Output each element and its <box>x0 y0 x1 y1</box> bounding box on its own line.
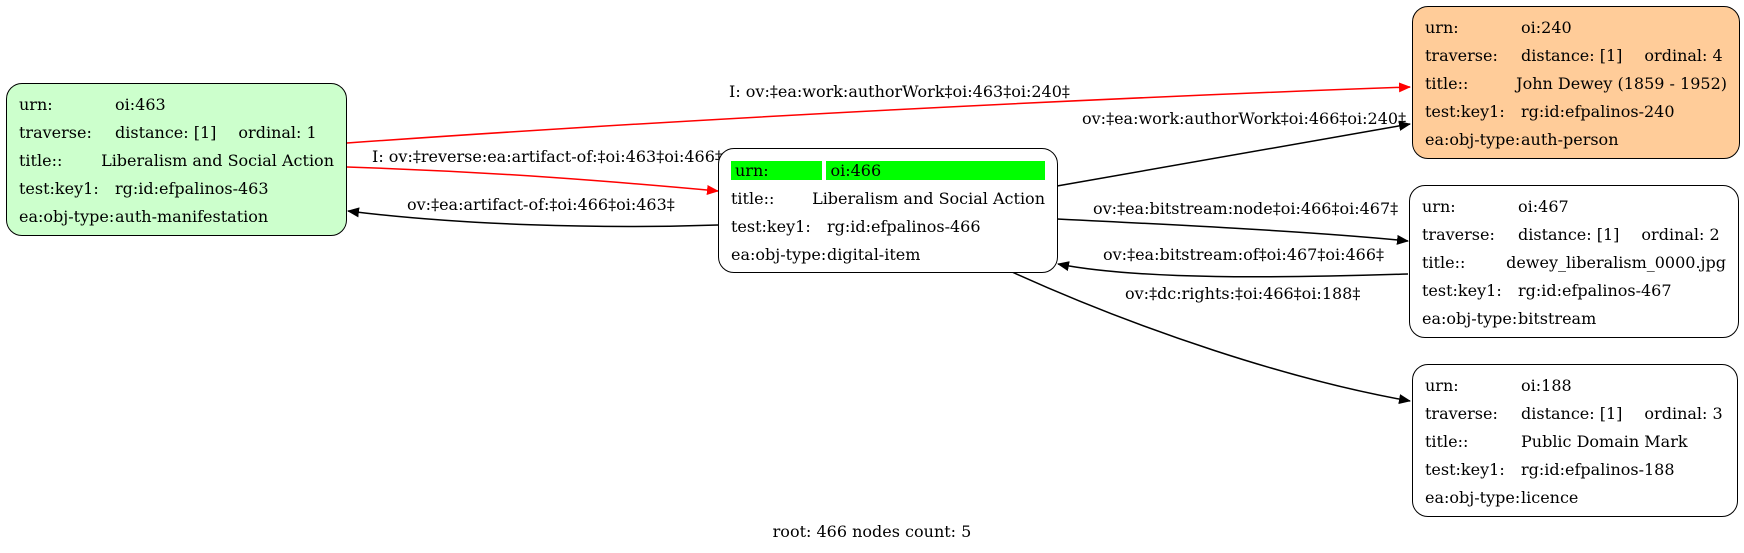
row-title: title::dewey_liberalism_0000.jpg <box>1422 248 1726 276</box>
row-traverse: traverse: distance: [1] ordinal: 1 <box>19 118 334 146</box>
title-value: dewey_liberalism_0000.jpg <box>1506 252 1726 272</box>
testkey-value: rg:id:efpalinos-463 <box>115 178 269 198</box>
row-testkey: test:key1: rg:id:efpalinos-240 <box>1425 97 1727 125</box>
row-urn: urn: oi:467 <box>1422 192 1726 220</box>
title-value: Liberalism and Social Action <box>812 188 1045 208</box>
edge-label-463-240: I: ov:‡ea:work:authorWork‡oi:463‡oi:240‡ <box>729 82 1070 101</box>
objtype-value: bitstream <box>1518 308 1597 328</box>
traverse-key: traverse: <box>19 122 92 142</box>
row-testkey: test:key1: rg:id:efpalinos-466 <box>731 212 1045 240</box>
title-value: John Dewey (1859 - 1952) <box>1516 73 1727 93</box>
testkey-value: rg:id:efpalinos-466 <box>827 216 981 236</box>
testkey-value: rg:id:efpalinos-240 <box>1521 101 1675 121</box>
testkey-key: test:key1: <box>1425 459 1505 479</box>
traverse-distance: distance: [1] <box>1521 403 1623 423</box>
traverse-ordinal: ordinal: 3 <box>1644 403 1723 423</box>
row-objtype: ea:obj-type:auth-person <box>1425 125 1727 153</box>
objtype-value: licence <box>1521 487 1579 507</box>
node-oi-467[interactable]: urn: oi:467 traverse: distance: [1] ordinal… <box>1409 185 1739 338</box>
title-key: title:: <box>19 150 63 170</box>
edge-label-466-467: ov:‡ea:bitstream:node‡oi:466‡oi:467‡ <box>1093 199 1399 218</box>
edge-466-188 <box>1011 271 1411 405</box>
row-traverse: traverse: distance: [1] ordinal: 4 <box>1425 41 1727 69</box>
urn-value: oi:466 <box>826 160 1045 180</box>
row-urn: urn: oi:463 <box>19 90 334 118</box>
traverse-ordinal: ordinal: 1 <box>238 122 317 142</box>
traverse-key: traverse: <box>1422 224 1495 244</box>
edge-label-466-240: ov:‡ea:work:authorWork‡oi:466‡oi:240‡ <box>1082 109 1407 128</box>
traverse-key: traverse: <box>1425 45 1498 65</box>
traverse-distance: distance: [1] <box>1518 224 1620 244</box>
urn-value: oi:240 <box>1521 17 1572 37</box>
edge-label-466-463: ov:‡ea:artifact-of:‡oi:466‡oi:463‡ <box>407 195 675 214</box>
traverse-ordinal: ordinal: 2 <box>1641 224 1720 244</box>
row-traverse: traverse: distance: [1] ordinal: 3 <box>1425 399 1725 427</box>
testkey-key: test:key1: <box>19 178 99 198</box>
testkey-value: rg:id:efpalinos-188 <box>1521 459 1675 479</box>
row-title: title::Public Domain Mark <box>1425 427 1725 455</box>
edge-467-466 <box>1057 261 1409 278</box>
edge-466-463 <box>347 207 719 228</box>
urn-key: urn: <box>731 160 823 180</box>
title-value: Liberalism and Social Action <box>101 150 334 170</box>
row-urn: urn: oi:240 <box>1425 13 1727 41</box>
objtype-value: digital-item <box>827 244 921 264</box>
row-urn: urn:oi:466 <box>731 156 1045 184</box>
testkey-key: test:key1: <box>731 216 811 236</box>
title-key: title:: <box>1425 431 1469 451</box>
testkey-value: rg:id:efpalinos-467 <box>1518 280 1672 300</box>
traverse-distance: distance: [1] <box>115 122 217 142</box>
row-testkey: test:key1: rg:id:efpalinos-463 <box>19 174 334 202</box>
edge-466-467 <box>1056 218 1409 245</box>
row-objtype: ea:obj-type:licence <box>1425 483 1725 511</box>
title-value: Public Domain Mark <box>1521 431 1688 451</box>
node-oi-188[interactable]: urn: oi:188 traverse: distance: [1] ordinal… <box>1412 364 1738 517</box>
node-oi-463[interactable]: urn: oi:463 traverse: distance: [1] ordinal… <box>6 83 347 236</box>
row-traverse: traverse: distance: [1] ordinal: 2 <box>1422 220 1726 248</box>
objtype-key: ea:obj-type: <box>1422 308 1518 328</box>
row-title: title::Liberalism and Social Action <box>731 184 1045 212</box>
urn-key: urn: <box>19 94 53 114</box>
urn-key: urn: <box>1425 375 1459 395</box>
traverse-distance: distance: [1] <box>1521 45 1623 65</box>
row-objtype: ea:obj-type:digital-item <box>731 240 1045 268</box>
title-key: title:: <box>731 188 775 208</box>
row-testkey: test:key1: rg:id:efpalinos-188 <box>1425 455 1725 483</box>
node-oi-466[interactable]: urn:oi:466 title::Liberalism and Social … <box>718 148 1058 273</box>
row-testkey: test:key1: rg:id:efpalinos-467 <box>1422 276 1726 304</box>
edge-label-463-466: I: ov:‡reverse:ea:artifact-of:‡oi:463‡oi… <box>372 147 723 166</box>
traverse-ordinal: ordinal: 4 <box>1644 45 1723 65</box>
testkey-key: test:key1: <box>1422 280 1502 300</box>
row-objtype: ea:obj-type:auth-manifestation <box>19 202 334 230</box>
node-oi-240[interactable]: urn: oi:240 traverse: distance: [1] ordinal… <box>1412 6 1740 159</box>
row-title: title::John Dewey (1859 - 1952) <box>1425 69 1727 97</box>
edge-466-240 <box>1056 121 1411 187</box>
title-key: title:: <box>1425 73 1469 93</box>
objtype-value: auth-manifestation <box>115 206 269 226</box>
edge-label-466-188: ov:‡dc:rights:‡oi:466‡oi:188‡ <box>1125 284 1361 303</box>
objtype-key: ea:obj-type: <box>19 206 115 226</box>
row-title: title::Liberalism and Social Action <box>19 146 334 174</box>
objtype-value: auth-person <box>1521 129 1619 149</box>
graph-footer: root: 466 nodes count: 5 <box>772 522 972 541</box>
urn-value: oi:467 <box>1518 196 1569 216</box>
urn-value: oi:463 <box>115 94 166 114</box>
traverse-key: traverse: <box>1425 403 1498 423</box>
urn-key: urn: <box>1422 196 1456 216</box>
urn-value: oi:188 <box>1521 375 1572 395</box>
edge-463-240 <box>346 82 1411 144</box>
edge-label-467-466: ov:‡ea:bitstream:of‡oi:467‡oi:466‡ <box>1103 245 1385 264</box>
testkey-key: test:key1: <box>1425 101 1505 121</box>
urn-key: urn: <box>1425 17 1459 37</box>
title-key: title:: <box>1422 252 1466 272</box>
objtype-key: ea:obj-type: <box>731 244 827 264</box>
objtype-key: ea:obj-type: <box>1425 129 1521 149</box>
row-objtype: ea:obj-type:bitstream <box>1422 304 1726 332</box>
objtype-key: ea:obj-type: <box>1425 487 1521 507</box>
edge-463-466 <box>346 166 719 195</box>
row-urn: urn: oi:188 <box>1425 371 1725 399</box>
